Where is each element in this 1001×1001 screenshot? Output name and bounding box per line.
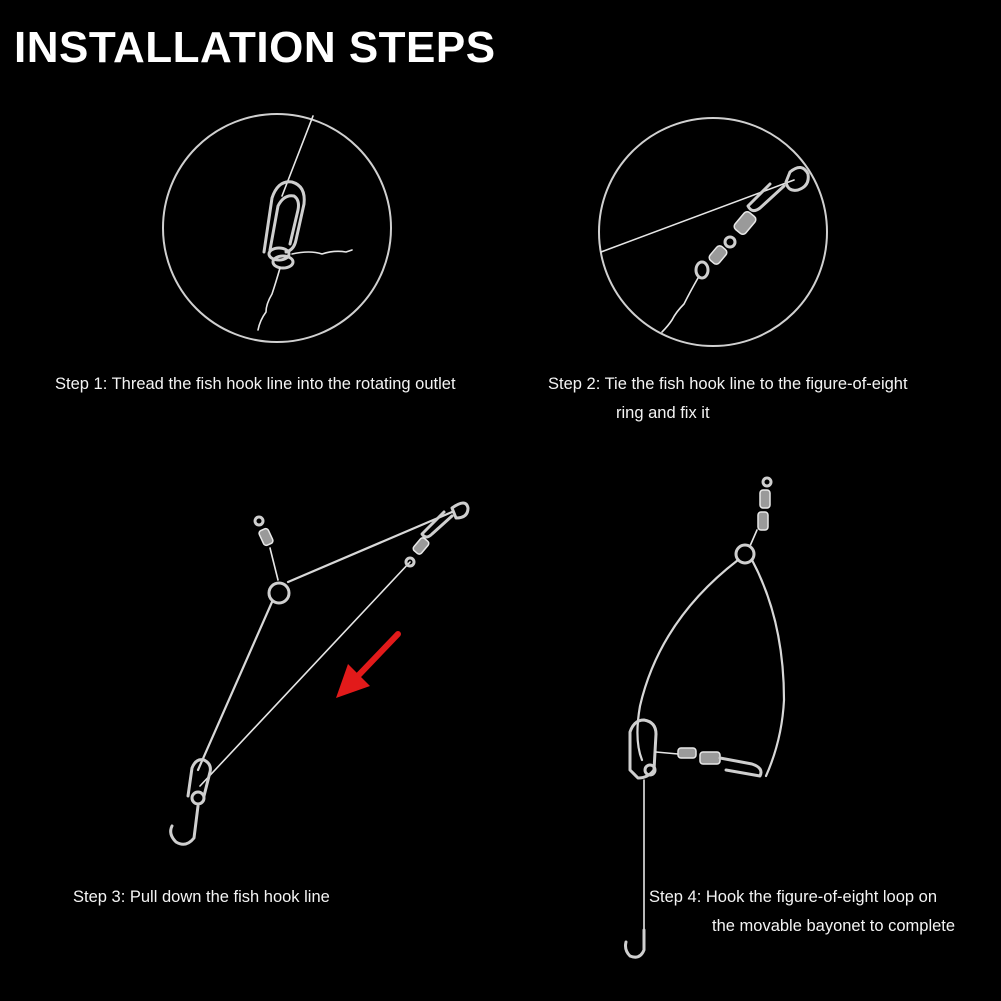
swivel-icon bbox=[655, 747, 763, 778]
step4-caption-line2: the movable bayonet to complete bbox=[712, 917, 956, 935]
step4-caption: Step 4: Hook the figure-of-eight loop on… bbox=[649, 883, 955, 941]
step1-caption-line1: Step 1: Thread the fish hook line into t… bbox=[55, 375, 456, 393]
step3-upper-wire bbox=[286, 510, 454, 584]
ring-icon bbox=[734, 543, 756, 565]
step2-caption-line1: Step 2: Tie the fish hook line to the fi… bbox=[548, 375, 908, 393]
step2-caption-line2: ring and fix it bbox=[616, 404, 710, 422]
swivel-icon bbox=[694, 210, 757, 280]
knot-icon bbox=[267, 246, 295, 270]
swivel-icon bbox=[253, 515, 279, 581]
hook-icon bbox=[262, 180, 306, 254]
step2-caption: Step 2: Tie the fish hook line to the fi… bbox=[548, 370, 908, 428]
snap-icon bbox=[628, 718, 658, 780]
snap-icon bbox=[186, 758, 212, 806]
step3-left-wire bbox=[196, 600, 274, 772]
step4-illustration bbox=[624, 476, 786, 959]
step1-hook-line bbox=[257, 267, 281, 331]
step1-tag-end bbox=[291, 249, 353, 255]
step4-right-wire bbox=[750, 558, 786, 778]
ring-icon bbox=[267, 581, 291, 605]
arrow-icon bbox=[336, 631, 401, 698]
step3-illustration bbox=[169, 501, 470, 846]
step2-magnifier-circle bbox=[598, 117, 828, 347]
step3-caption-line1: Step 3: Pull down the fish hook line bbox=[73, 888, 330, 906]
step1-caption: Step 1: Thread the fish hook line into t… bbox=[55, 370, 456, 399]
step3-caption: Step 3: Pull down the fish hook line bbox=[73, 883, 330, 912]
snap-icon bbox=[746, 166, 810, 213]
hook-icon bbox=[169, 804, 200, 846]
step4-caption-line1: Step 4: Hook the figure-of-eight loop on bbox=[649, 888, 938, 906]
step1-illustration bbox=[162, 113, 392, 343]
swivel-icon bbox=[749, 476, 773, 547]
step2-illustration bbox=[598, 117, 828, 347]
page-title: INSTALLATION STEPS bbox=[14, 23, 496, 72]
hook-icon bbox=[624, 928, 646, 959]
snap-icon bbox=[404, 501, 470, 568]
step3-hook-line bbox=[199, 561, 411, 787]
step4-left-wire bbox=[636, 558, 740, 762]
step2-hook-line bbox=[661, 277, 699, 333]
step1-magnifier-circle bbox=[162, 113, 392, 343]
